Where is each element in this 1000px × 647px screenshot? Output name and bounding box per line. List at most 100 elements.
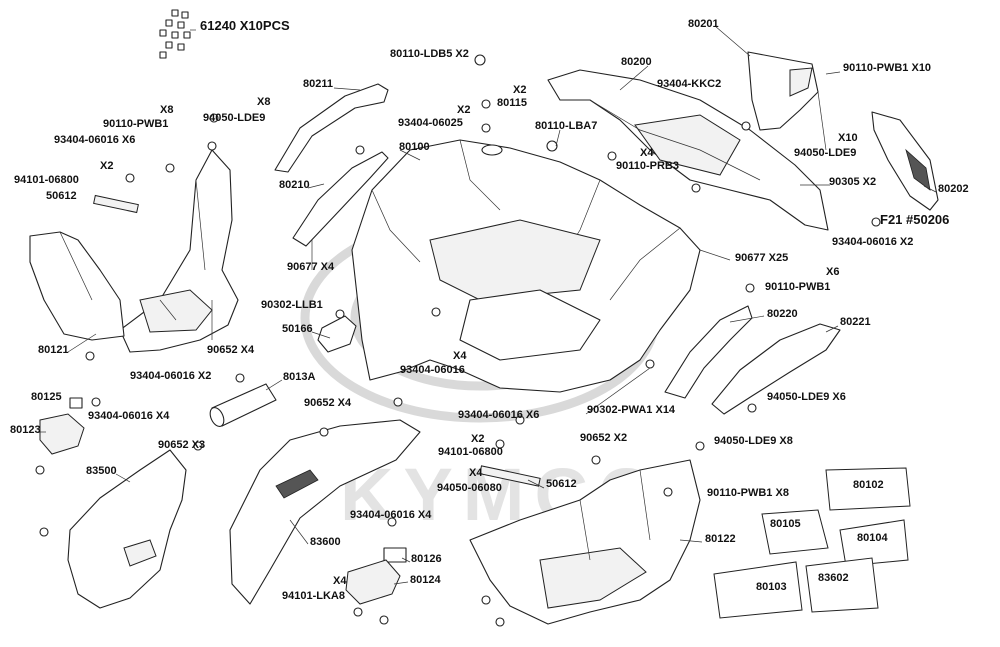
- part-label-80200: 80200: [621, 56, 652, 68]
- fasteners: [35, 54, 881, 627]
- part-label-83500: 83500: [86, 465, 117, 477]
- part-label-x2-94101: X2: [471, 433, 485, 445]
- side-panel-80202-stripe: [905, 148, 931, 191]
- part-label-94050-LDE9-right: 94050-LDE9: [794, 147, 857, 159]
- trim-strip-80210: [292, 151, 389, 247]
- part-label-80102: 80102: [853, 479, 884, 491]
- side-panel-80201-inner: [789, 67, 813, 97]
- mudguard-80221: [711, 323, 841, 415]
- part-label-80210: 80210: [279, 179, 310, 191]
- decal-80104: [839, 519, 909, 567]
- part-label-83602: 83602: [818, 572, 849, 584]
- cover-80123: [39, 413, 85, 455]
- part-label-80100: 80100: [399, 141, 430, 153]
- rear-fender-80100: [351, 139, 701, 393]
- front-fender-left-80121: [29, 149, 239, 353]
- part-label-90652-x4-left: 90652 X4: [207, 344, 255, 356]
- part-label-x4-prb3: X4: [640, 147, 654, 159]
- decal-80105: [761, 509, 829, 555]
- decal-80103: [713, 561, 803, 619]
- part-label-80103: 80103: [756, 581, 787, 593]
- part-label-90677-x4: 90677 X4: [287, 261, 335, 273]
- strip-50612-left: [93, 194, 139, 214]
- rear-rack-cover-80200: [547, 69, 829, 231]
- part-label-93404-06016-x4-low: 93404-06016 X4: [350, 509, 432, 521]
- part-label-80104: 80104: [857, 532, 888, 544]
- part-80124: [345, 559, 401, 605]
- part-label-f21: F21 #50206: [880, 212, 950, 227]
- part-label-90305: 90305 X2: [829, 176, 877, 188]
- part-label-94050-LDE9-x8: 94050-LDE9 X8: [714, 435, 793, 447]
- part-label-80124: 80124: [410, 574, 441, 586]
- part-label-80122: 80122: [705, 533, 736, 545]
- part-label-93404-06016-x6-mid: 93404-06016 X6: [458, 409, 540, 421]
- part-label-50166: 50166: [282, 323, 313, 335]
- part-label-90652-x2: 90652 X2: [580, 432, 628, 444]
- part-label-80110-LBA7: 80110-LBA7: [535, 120, 598, 132]
- part-label-x4-06080: X4: [469, 467, 483, 479]
- part-label-80202: 80202: [938, 183, 969, 195]
- part-label-80126: 80126: [411, 553, 442, 565]
- part-label-90110-PWB1-top: 90110-PWB1 X10: [843, 62, 932, 74]
- decal-80102: [825, 467, 911, 511]
- part-label-93404-06016-x2-right: 93404-06016 X2: [832, 236, 914, 248]
- part-label-90110-PWB1-right: 90110-PWB1: [765, 281, 831, 293]
- part-label-90677-x25: 90677 X25: [735, 252, 789, 264]
- part-label-90652-x4-mid: 90652 X4: [304, 397, 352, 409]
- lower-panel-83500: [67, 449, 187, 609]
- part-label-83600: 83600: [310, 536, 341, 548]
- footrest-right-80122: [469, 459, 701, 625]
- bracket-50166: [317, 315, 357, 353]
- tube-8013A: [209, 383, 277, 428]
- side-panel-80201: [747, 51, 819, 131]
- part-label-61240: 61240 X10PCS: [200, 18, 290, 33]
- cover-80125: [69, 397, 83, 409]
- part-label-90302-PWA1: 90302-PWA1 X14: [587, 404, 676, 416]
- part-label-80123: 80123: [10, 424, 41, 436]
- part-label-50612-left: 50612: [46, 190, 77, 202]
- lower-panel-83600-vent: [275, 469, 319, 499]
- trim-strip-80211: [274, 83, 389, 173]
- part-label-93404-06016-x6-left: 93404-06016 X6: [54, 134, 136, 146]
- part-label-8013A: 8013A: [283, 371, 316, 383]
- lower-panel-83500-pad: [123, 539, 157, 567]
- part-label-93404-KKC2: 93404-KKC2: [657, 78, 722, 90]
- part-label-x10: X10: [838, 132, 858, 144]
- side-panel-80202: [871, 111, 939, 211]
- part-label-80220: 80220: [767, 308, 798, 320]
- part-label-94050-LDE9-left: 94050-LDE9: [203, 112, 266, 124]
- part-label-x4-06016: X4: [453, 350, 467, 362]
- part-label-90110-PRB3: 90110-PRB3: [616, 160, 679, 172]
- part-80126: [383, 547, 407, 563]
- part-label-80221: 80221: [840, 316, 871, 328]
- part-label-50612-mid: 50612: [546, 478, 577, 490]
- lower-panel-83600: [229, 419, 421, 605]
- part-label-93404-06016-x2-left: 93404-06016 X2: [130, 370, 212, 382]
- part-label-x6-pwb1: X6: [826, 266, 840, 278]
- part-label-x8-b: X8: [257, 96, 271, 108]
- part-label-94050-06080: 94050-06080: [437, 482, 502, 494]
- part-label-94050-LDE9-x6: 94050-LDE9 X6: [767, 391, 846, 403]
- part-label-90110-PWB1-x8: 90110-PWB1 X8: [707, 487, 789, 499]
- part-label-90110-PWB1-left: 90110-PWB1: [103, 118, 169, 130]
- part-label-x2-06800: X2: [100, 160, 114, 172]
- nut-cluster-61240: [159, 9, 191, 59]
- part-label-90302-LLB1: 90302-LLB1: [261, 299, 323, 311]
- part-label-80211: 80211: [303, 78, 333, 90]
- part-label-94101-06800-mid: 94101-06800: [438, 446, 503, 458]
- part-label-80110-LDB5: 80110-LDB5 X2: [390, 48, 469, 60]
- part-label-93404-06025: 93404-06025: [398, 117, 463, 129]
- part-label-80201: 80201: [688, 18, 719, 30]
- part-label-93404-06016-center: 93404-06016: [400, 364, 465, 376]
- part-label-94101-LKA8: 94101-LKA8: [282, 590, 345, 602]
- part-label-80121: 80121: [38, 344, 69, 356]
- strip-50612-mid: [479, 465, 541, 487]
- decal-83602: [805, 557, 879, 613]
- part-label-90652-x3: 90652 X3: [158, 439, 206, 451]
- part-label-x4-lka8: X4: [333, 575, 347, 587]
- part-label-80125: 80125: [31, 391, 62, 403]
- part-label-x2-06025: X2: [457, 104, 471, 116]
- part-label-80105: 80105: [770, 518, 801, 530]
